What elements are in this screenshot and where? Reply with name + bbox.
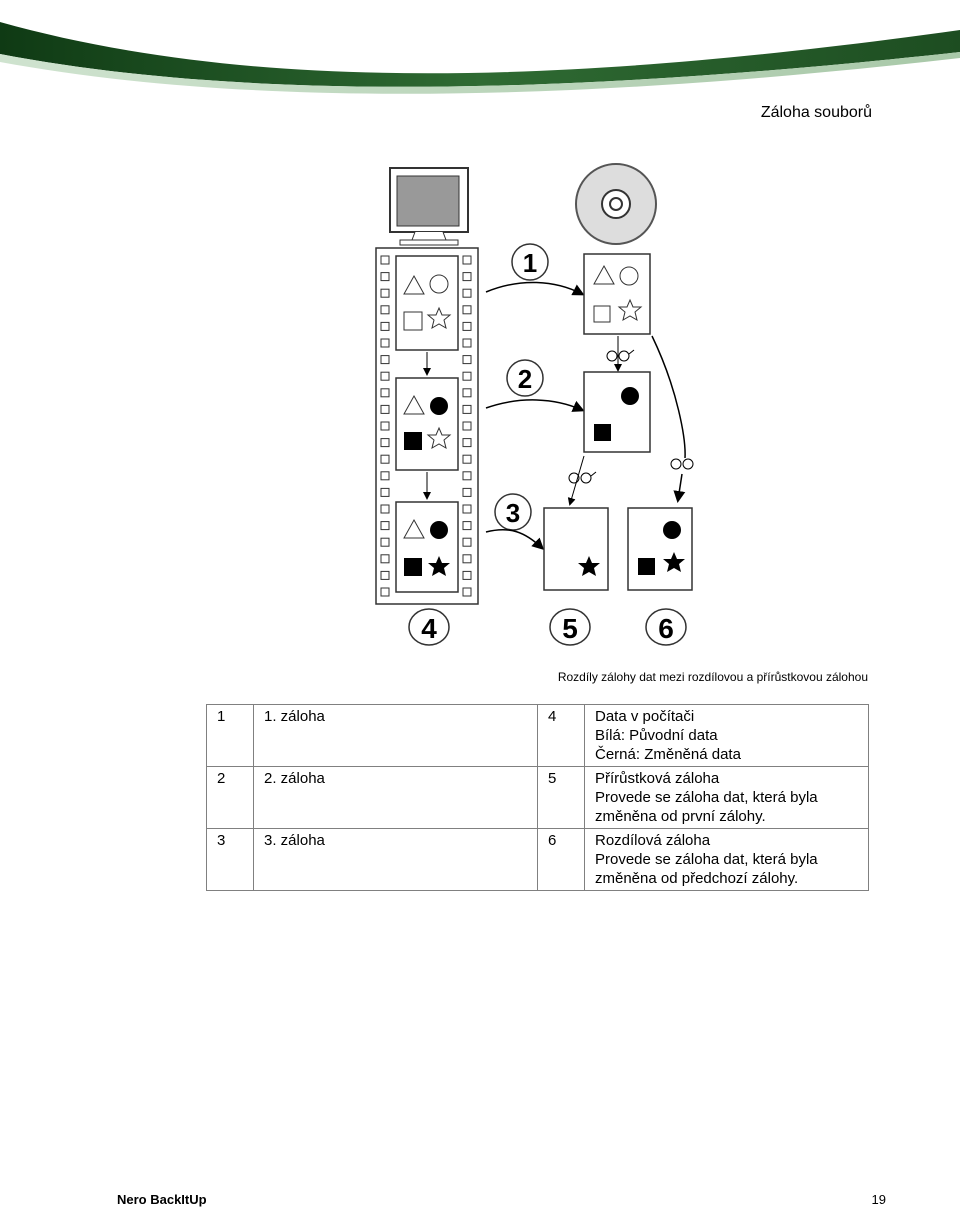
legend-label: 2. záloha [253,766,538,829]
film-sprocket-hole [462,288,472,298]
film-sprocket-hole [462,272,472,282]
svg-text:2: 2 [518,364,532,394]
film-sprocket-hole [462,537,472,547]
film-sprocket-hole [380,272,390,282]
svg-text:1: 1 [523,248,537,278]
film-sprocket-hole [380,288,390,298]
backup-frame-1 [583,253,651,335]
legend-description: Data v počítači Bílá: Původní data Černá… [584,704,869,767]
description-line: Bílá: Původní data [595,727,718,744]
film-sprocket-hole [380,438,390,448]
film-sprocket-hole [380,521,390,531]
film-sprocket-hole [380,388,390,398]
film-sprocket-hole [462,554,472,564]
film-sprocket-hole [380,421,390,431]
step-badge-1: 1 [511,243,549,281]
computer-data-frame-2 [395,377,459,471]
svg-text:6: 6 [658,613,674,644]
description-line: Provede se záloha dat, která byla [595,789,818,806]
description-line: Rozdílová záloha [595,832,711,849]
computer-data-frame-1 [395,255,459,351]
film-sprocket-hole [380,404,390,414]
step-badge-2: 2 [506,359,544,397]
film-sprocket-hole [462,355,472,365]
legend-number: 2 [206,766,254,829]
film-sprocket-hole [462,338,472,348]
film-sprocket-hole [462,255,472,265]
film-sprocket-hole [462,438,472,448]
film-sprocket-hole [380,255,390,265]
description-line: Přírůstková záloha [595,770,720,787]
film-sprocket-hole [380,305,390,315]
film-sprocket-hole [462,487,472,497]
svg-text:4: 4 [421,613,437,644]
film-sprocket-hole [380,554,390,564]
incremental-backup-frame [543,507,609,591]
backup-frame-2 [583,371,651,453]
legend-number: 1 [206,704,254,767]
film-sprocket-hole [380,355,390,365]
column-badge-6: 6 [645,608,687,646]
film-sprocket-hole [380,371,390,381]
film-sprocket-hole [380,471,390,481]
description-line: změněna od předchozí zálohy. [595,870,799,887]
column-badge-4: 4 [408,608,450,646]
film-sprocket-hole [462,471,472,481]
film-sprocket-hole [462,521,472,531]
film-sprocket-hole [380,570,390,580]
svg-text:3: 3 [506,498,520,528]
film-sprocket-hole [380,454,390,464]
figure-caption: Rozdíly zálohy dat mezi rozdílovou a pří… [557,670,868,684]
description-line: Černá: Změněná data [595,746,741,763]
section-title: Záloha souborů [760,104,872,121]
legend-label: 1. záloha [253,704,538,767]
film-sprocket-hole [462,388,472,398]
film-sprocket-hole [380,338,390,348]
legend-label: 3. záloha [253,828,538,891]
computer-monitor-icon [389,167,469,246]
step-badge-3: 3 [494,493,532,531]
legend-description: Rozdílová záloha Provede se záloha dat, … [584,828,869,891]
description-line: Provede se záloha dat, která byla [595,851,818,868]
film-sprocket-hole [462,305,472,315]
legend-number: 3 [206,828,254,891]
footer-product-name: Nero BackItUp [117,1192,207,1207]
legend-description: Přírůstková záloha Provede se záloha dat… [584,766,869,829]
backup-diagram: 1 2 3 [375,163,698,646]
svg-text:5: 5 [562,613,578,644]
film-sprocket-hole [462,321,472,331]
film-sprocket-hole [380,321,390,331]
legend-number: 4 [537,704,585,767]
column-badge-5: 5 [549,608,591,646]
table-row: 3 3. záloha 6 Rozdílová záloha Provede s… [206,828,869,891]
header-banner [0,0,960,94]
table-row: 1 1. záloha 4 Data v počítači Bílá: Půvo… [206,704,869,767]
film-sprocket-hole [380,537,390,547]
film-sprocket-hole [462,421,472,431]
film-sprocket-hole [462,504,472,514]
description-line: Data v počítači [595,708,695,725]
disc-icon [575,163,657,245]
film-sprocket-hole [462,570,472,580]
film-sprocket-hole [462,404,472,414]
film-sprocket-hole [380,487,390,497]
page-number: 19 [871,1192,886,1207]
legend-table: 1 1. záloha 4 Data v počítači Bílá: Půvo… [206,704,869,891]
film-sprocket-hole [462,587,472,597]
film-sprocket-hole [380,587,390,597]
description-line: změněna od první zálohy. [595,808,766,825]
film-sprocket-hole [380,504,390,514]
glasses-icon [606,349,635,362]
film-sprocket-hole [462,454,472,464]
differential-backup-frame [627,507,693,591]
table-row: 2 2. záloha 5 Přírůstková záloha Provede… [206,766,869,829]
glasses-icon [568,471,597,484]
computer-data-frame-3 [395,501,459,593]
legend-number: 5 [537,766,585,829]
film-sprocket-hole [462,371,472,381]
glasses-icon [670,458,698,470]
legend-number: 6 [537,828,585,891]
